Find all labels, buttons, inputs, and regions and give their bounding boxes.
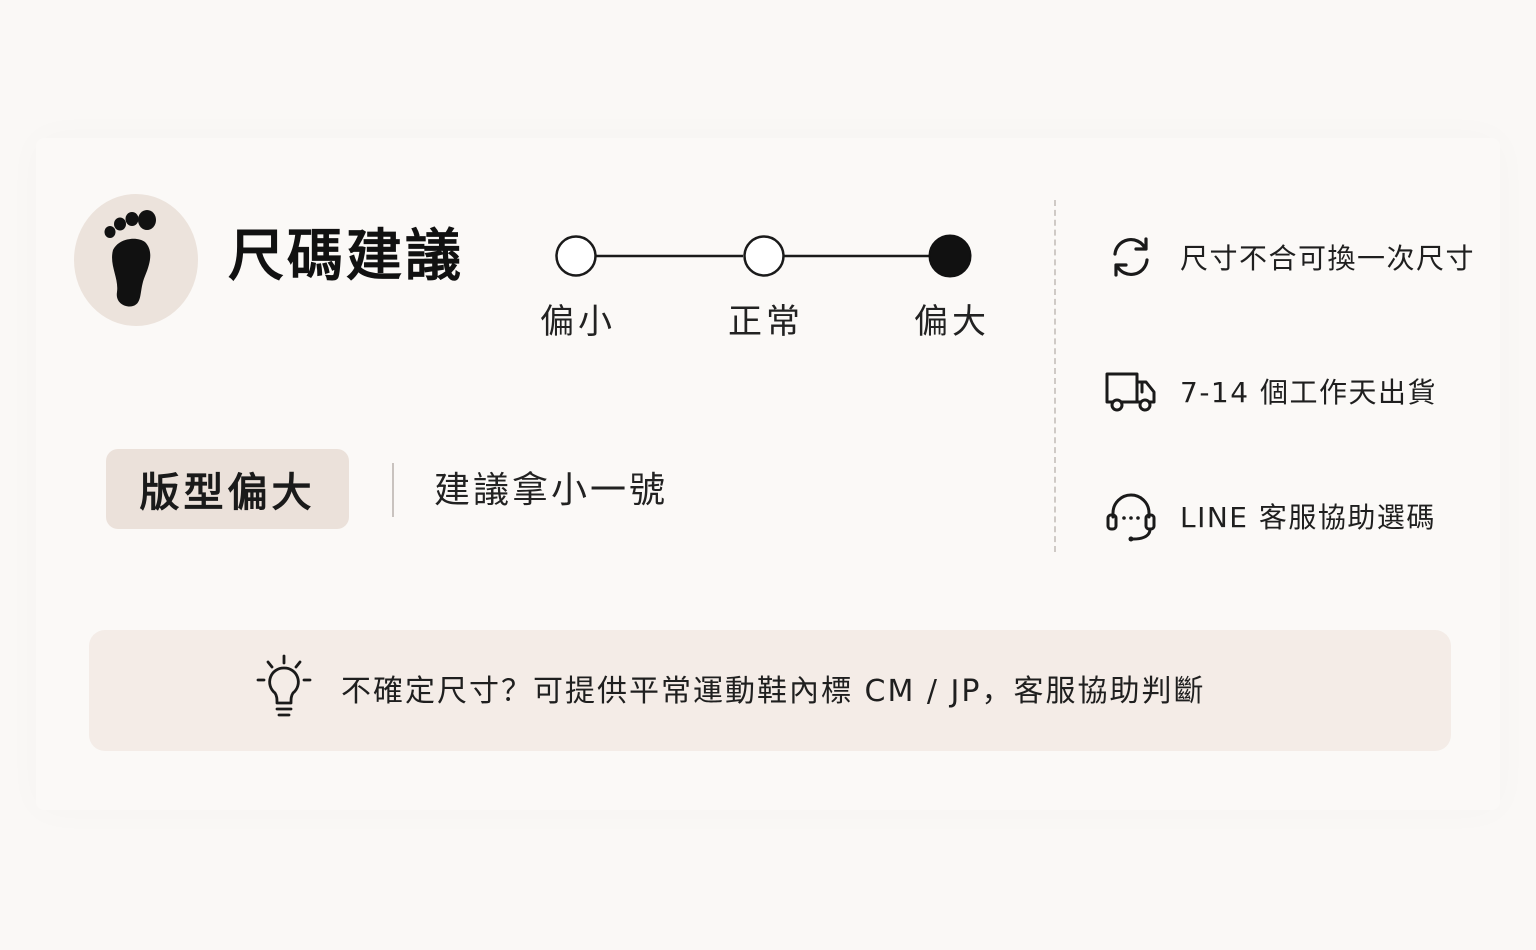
headset-icon — [1106, 493, 1156, 542]
scale-dot-normal[interactable] — [743, 235, 785, 277]
lightbulb-icon — [256, 654, 312, 717]
feature-support-text[interactable]: LINE 客服協助選碼 — [1180, 501, 1436, 534]
feature-shipping: 7-14 個工作天出貨 — [1104, 364, 1437, 418]
section-divider — [1054, 200, 1056, 552]
fit-badge: 版型偏大 — [106, 449, 349, 529]
truck-icon — [1105, 372, 1156, 412]
scale-dot-large[interactable] — [928, 234, 972, 278]
feature-support[interactable]: LINE 客服協助選碼 — [1104, 489, 1436, 543]
foot-badge — [74, 194, 198, 326]
tip-text: 不確定尺寸？可提供平常運動鞋內標 CM / JP，客服協助判斷 — [341, 674, 1206, 709]
feature-exchange: 尺寸不合可換一次尺寸 — [1104, 230, 1475, 284]
fit-advice: 建議拿小一號 — [434, 470, 669, 511]
tip-bar — [89, 630, 1451, 751]
foot-icon — [104, 210, 156, 307]
fit-divider — [392, 463, 394, 517]
feature-exchange-text: 尺寸不合可換一次尺寸 — [1180, 242, 1476, 275]
scale-label-normal: 正常 — [728, 302, 804, 342]
page-title: 尺碼建議 — [228, 224, 464, 289]
scale-label-large: 偏大 — [914, 302, 990, 342]
scale-label-small: 偏小 — [540, 302, 616, 342]
feature-shipping-text: 7-14 個工作天出貨 — [1180, 376, 1437, 409]
exchange-icon — [1113, 237, 1149, 277]
fit-scale — [555, 234, 972, 278]
scale-dot-small[interactable] — [555, 235, 597, 277]
